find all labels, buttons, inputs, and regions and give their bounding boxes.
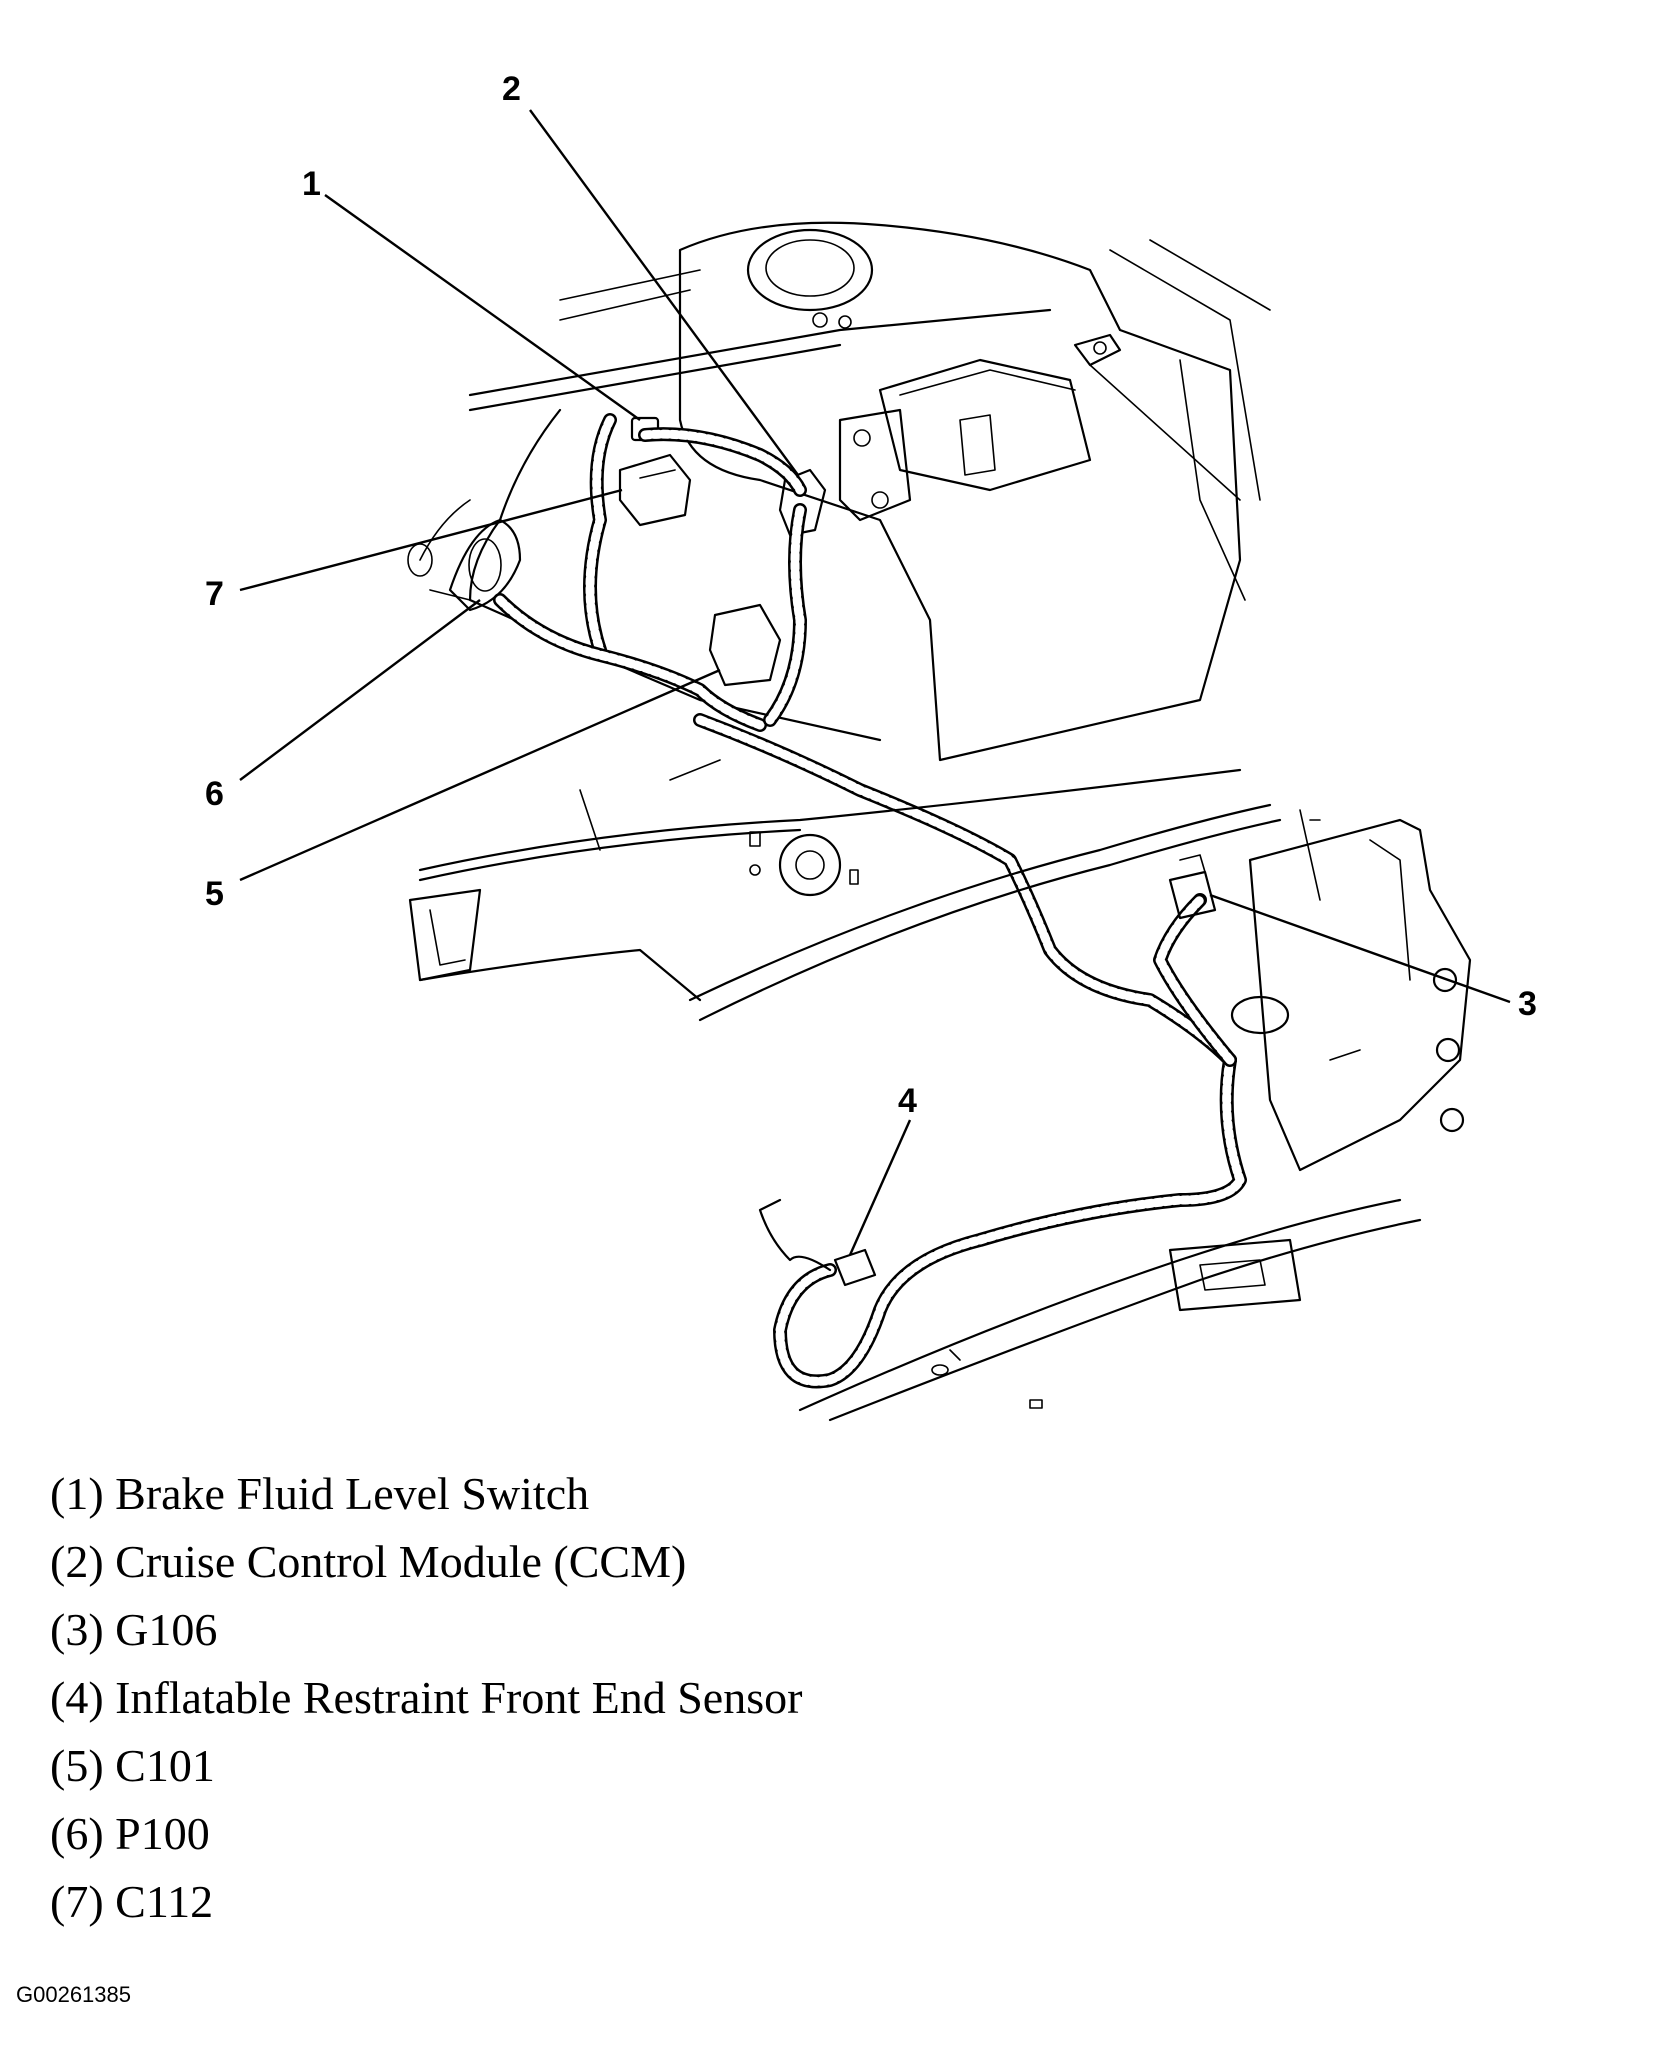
legend-item-4: (4) Inflatable Restraint Front End Senso… bbox=[50, 1672, 803, 1723]
figure-id: G00261385 bbox=[16, 1982, 131, 2007]
p100-grommet bbox=[448, 518, 522, 612]
g106-ground bbox=[1168, 854, 1217, 920]
wiring-diagram: 1 2 3 4 5 6 7 bbox=[205, 70, 1537, 1422]
callout-1: 1 bbox=[302, 165, 321, 203]
callout-4: 4 bbox=[898, 1082, 917, 1120]
callout-5: 5 bbox=[205, 875, 224, 913]
frame-rail bbox=[798, 809, 1472, 1422]
legend-item-2: (2) Cruise Control Module (CCM) bbox=[50, 1536, 687, 1587]
callout-6: 6 bbox=[205, 775, 224, 813]
callout-3: 3 bbox=[1518, 985, 1537, 1023]
engine-compartment-drawing: 1 2 3 4 5 6 7 bbox=[205, 70, 1537, 1422]
legend-item-3: (3) G106 bbox=[50, 1604, 218, 1655]
callout-numbers: 1 2 3 4 5 6 7 bbox=[205, 70, 1537, 1120]
callout-leaders bbox=[239, 109, 1511, 1256]
fender-apron bbox=[408, 759, 1282, 1022]
cruise-control-module bbox=[838, 333, 1241, 522]
wiring-harness bbox=[493, 413, 1247, 1389]
legend-item-1: (1) Brake Fluid Level Switch bbox=[50, 1468, 590, 1519]
callout-legend: (1) Brake Fluid Level Switch (2) Cruise … bbox=[50, 1460, 1250, 1936]
legend-item-6: (6) P100 bbox=[50, 1808, 210, 1859]
legend-item-5: (5) C101 bbox=[50, 1740, 215, 1791]
front-end-sensor bbox=[833, 1248, 877, 1287]
callout-7: 7 bbox=[205, 575, 224, 613]
legend-item-7: (7) C112 bbox=[50, 1876, 214, 1927]
callout-2: 2 bbox=[502, 70, 521, 108]
